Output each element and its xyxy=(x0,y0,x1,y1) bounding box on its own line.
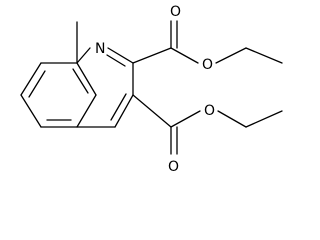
bond-c6-c7 xyxy=(76,94,97,128)
bond-c8a-n1 xyxy=(76,47,91,64)
bond-ester-lower-ch2 xyxy=(217,110,247,128)
bond-c7-c8-inner xyxy=(72,68,89,94)
chemical-structure-diagram: N O O O O xyxy=(20,4,283,175)
bond-c2-ester-upper xyxy=(132,47,172,64)
bond-ester-lower-ether xyxy=(170,110,201,128)
bond-ester-upper-ch3 xyxy=(245,47,283,64)
bond-ester-upper-ch2 xyxy=(215,47,247,64)
bond-c4a-c5 xyxy=(20,94,42,128)
atom-label-o-lower-carbonyl: O xyxy=(168,159,179,175)
bond-c3-ester-lower xyxy=(132,94,172,128)
bond-c3-c4-inner xyxy=(110,93,127,121)
bond-c8a-c4a-inner xyxy=(28,70,46,98)
bond-ester-lower-ch3 xyxy=(245,110,283,128)
bond-c3-c4 xyxy=(114,94,134,128)
atom-label-o-upper-ether: O xyxy=(202,57,213,73)
bond-n1-c2-inner xyxy=(106,54,126,67)
bond-c8a-c4a xyxy=(20,62,42,96)
bond-c7-c8 xyxy=(76,62,97,96)
bond-n1-c2 xyxy=(107,47,134,64)
bond-ester-upper-ether xyxy=(170,47,199,64)
atom-label-o-lower-ether: O xyxy=(204,103,215,119)
atom-label-o-upper-carbonyl: O xyxy=(170,4,181,20)
atom-label-n1: N xyxy=(95,41,105,57)
